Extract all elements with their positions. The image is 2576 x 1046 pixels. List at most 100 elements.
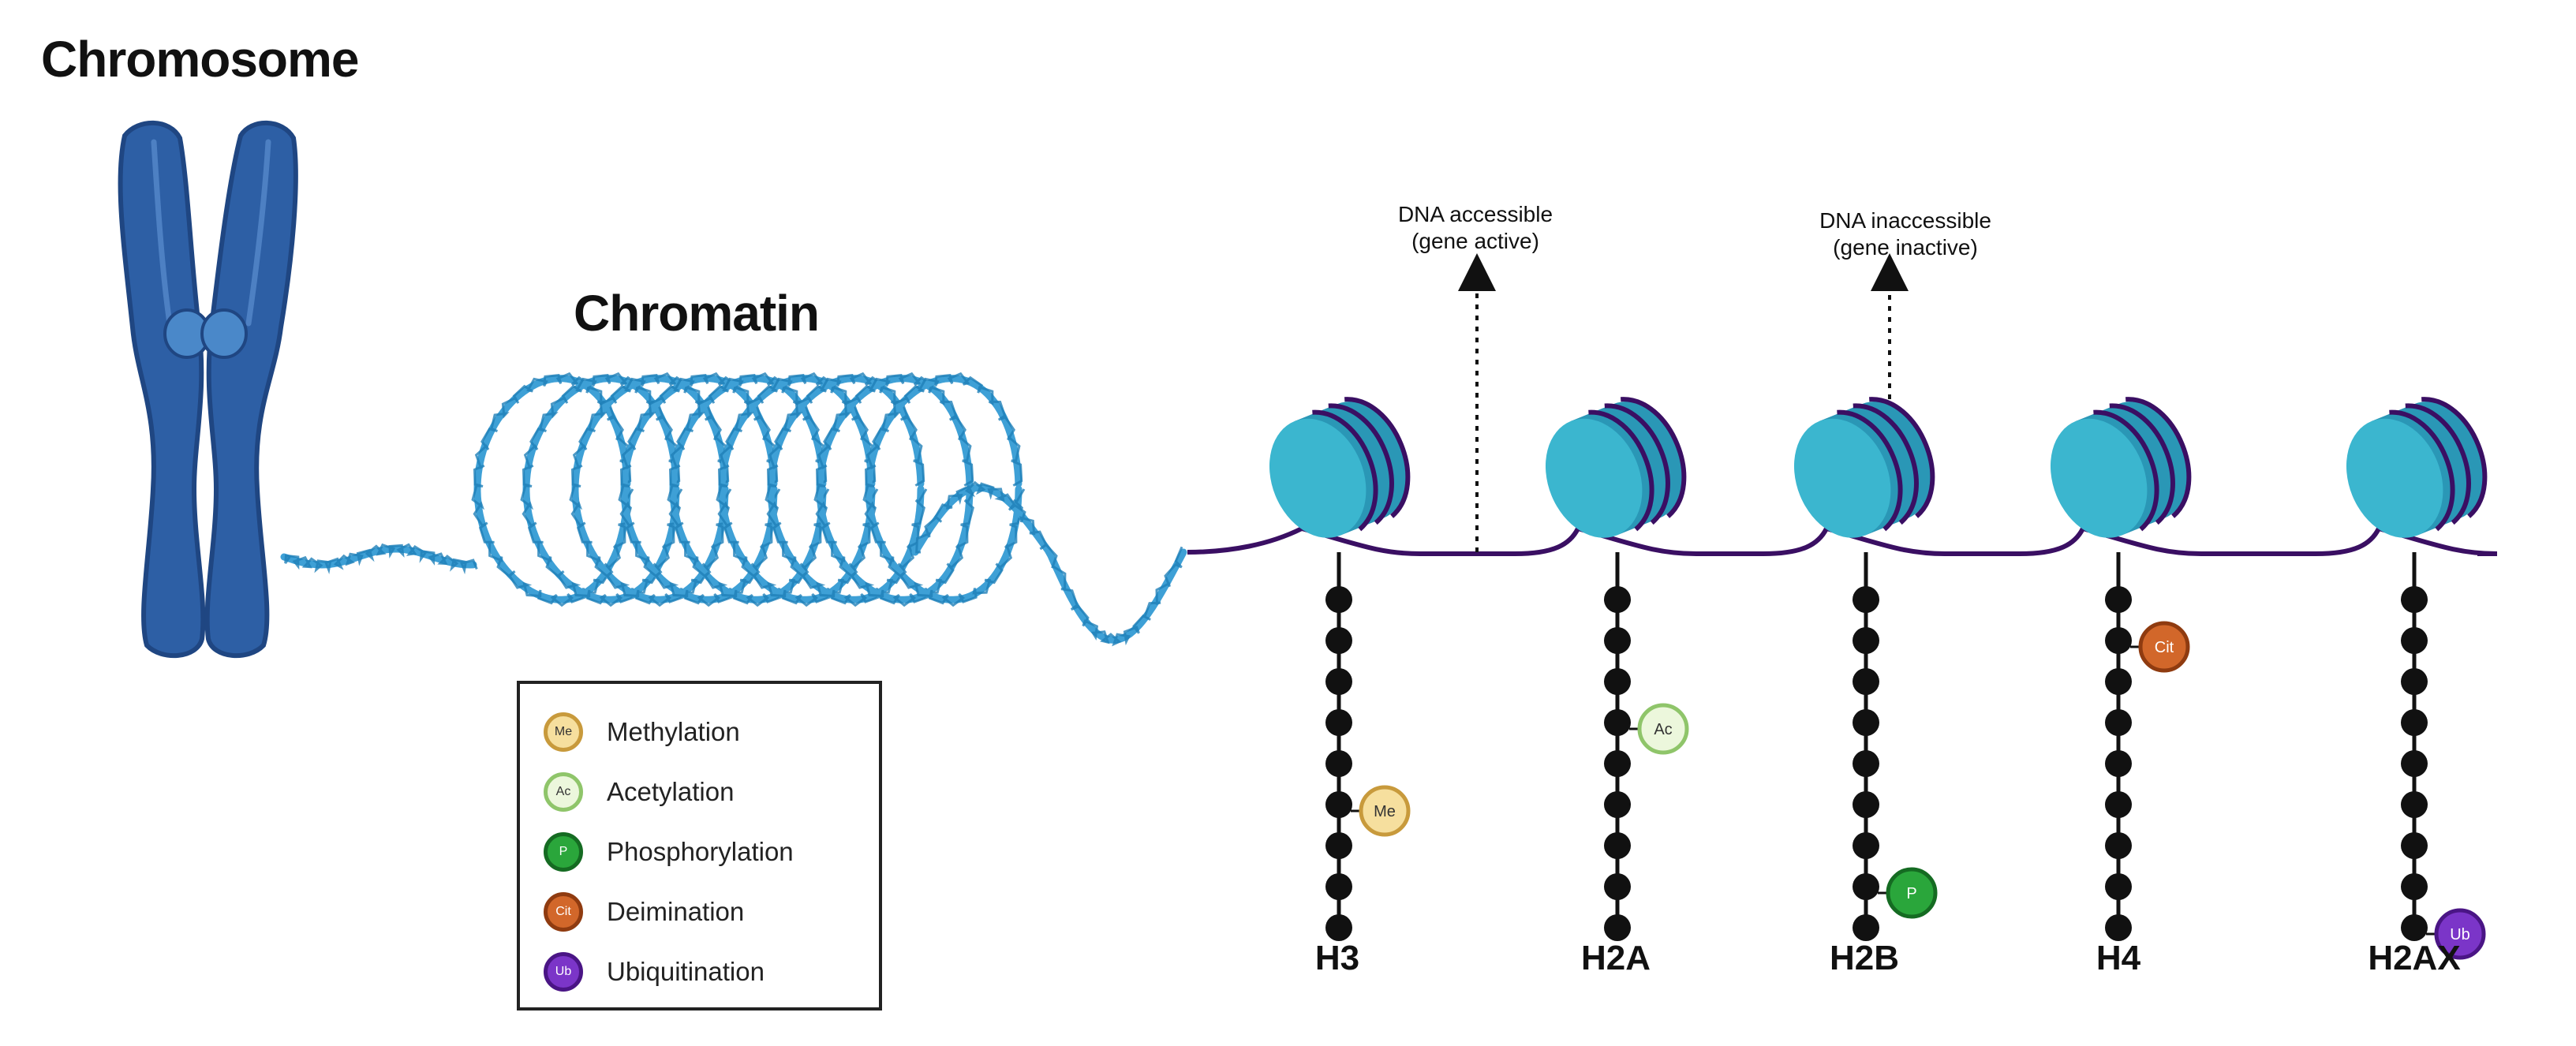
tail-bead <box>2401 750 2428 777</box>
tail-bead <box>2105 709 2132 736</box>
tail-bead <box>2105 750 2132 777</box>
chromatid-right <box>204 120 298 659</box>
methylation-badge-icon: Me <box>544 712 583 752</box>
legend-item-methylation: Me Methylation <box>544 712 875 761</box>
dna-wrap <box>1869 397 1935 518</box>
tail-bead <box>2105 914 2132 941</box>
tail-bead <box>2401 668 2428 695</box>
modification-badge-text: Me <box>1374 803 1396 820</box>
accessibility-arrows <box>1458 253 1909 552</box>
legend-item-phosphorylation: P Phosphorylation <box>544 832 875 881</box>
acetylation-badge-icon: Ac <box>544 772 583 812</box>
dna-wrap <box>1621 397 1687 518</box>
legend-item-ubiquitination: Ub Ubiquitination <box>544 952 875 1001</box>
tail-bead <box>2105 627 2132 654</box>
tail-bead <box>1604 709 1631 736</box>
tail-bead <box>2105 791 2132 818</box>
dna-wrap <box>1853 403 1919 525</box>
modification-badge-text: P <box>1906 885 1916 902</box>
tail-bead <box>2401 709 2428 736</box>
chromatid-highlight <box>245 139 271 327</box>
tail-bead <box>1853 750 1879 777</box>
tail-bead <box>1604 668 1631 695</box>
tail-bead <box>1325 873 1352 900</box>
tail-bead <box>1325 750 1352 777</box>
tail-bead <box>2401 791 2428 818</box>
tail-bead <box>1325 668 1352 695</box>
tail-bead <box>1604 832 1631 859</box>
tail-bead <box>1853 627 1879 654</box>
modification-badge-h2b <box>1886 867 1938 919</box>
modification-badge-h4 <box>2138 621 2190 673</box>
legend-label: Phosphorylation <box>607 837 794 866</box>
tail-bead <box>1325 586 1352 613</box>
tail-bead <box>1325 709 1352 736</box>
nucleosome-h4 <box>2050 397 2192 538</box>
dna-wrap <box>1344 397 1411 518</box>
nucleosome-face <box>1545 418 1643 538</box>
tail-bead <box>2401 627 2428 654</box>
tail-bead <box>2401 832 2428 859</box>
legend-label: Ubiquitination <box>607 957 765 986</box>
tail-bead <box>2401 914 2428 941</box>
dna-wrap <box>2405 403 2471 525</box>
nucleosome-face <box>2346 418 2443 538</box>
modification-badge-h3 <box>1359 785 1411 837</box>
annotation-inaccessible: DNA inaccessible (gene inactive) <box>1819 208 1991 260</box>
dna-wrap <box>1604 403 1670 525</box>
tail-bead <box>2401 586 2428 613</box>
legend-label: Methylation <box>607 717 740 746</box>
nucleosome-face <box>2050 418 2148 538</box>
modification-badge-text: Ub <box>2450 926 2470 943</box>
chromatin-loop-texture <box>862 372 1026 607</box>
tail-bead <box>1604 873 1631 900</box>
histone-label-h2a: H2A <box>1580 939 1651 977</box>
dna-wrap <box>1312 409 1378 532</box>
histone-label-h2b: H2B <box>1829 939 1900 977</box>
tail-bead <box>2105 832 2132 859</box>
tail-bead <box>1853 832 1879 859</box>
annotation-accessible: DNA accessible (gene active) <box>1397 202 1553 253</box>
deimination-badge-icon: Cit <box>544 892 583 932</box>
chromatid-highlight <box>151 139 173 327</box>
dna-wrap <box>2421 397 2488 518</box>
legend-label: Deimination <box>607 897 745 926</box>
tail-bead <box>1604 586 1631 613</box>
modification-legend: Me Methylation Ac Acetylation P Phosphor… <box>517 681 882 1011</box>
tail-bead <box>1853 914 1879 941</box>
centromere-right <box>200 308 248 359</box>
tail-bead <box>2401 873 2428 900</box>
ubiquitination-badge-icon: Ub <box>544 952 583 992</box>
nucleosome-face <box>1269 418 1367 538</box>
nucleosomes <box>1269 397 2488 538</box>
tail-bead <box>1853 791 1879 818</box>
dna-wrap <box>2109 403 2175 525</box>
phosphorylation-badge-icon: P <box>544 832 583 872</box>
tail-bead <box>1604 627 1631 654</box>
nucleosome-face <box>1793 418 1891 538</box>
tail-bead <box>1325 627 1352 654</box>
nucleosome-h2b <box>1793 397 1935 538</box>
tail-bead <box>1853 668 1879 695</box>
modification-badge-h2a <box>1637 703 1689 755</box>
nucleosome-h3 <box>1269 397 1411 538</box>
tail-bead <box>1325 832 1352 859</box>
dna-wrap <box>2389 409 2455 532</box>
legend-item-acetylation: Ac Acetylation <box>544 772 875 821</box>
nucleosome-h2a <box>1545 397 1687 538</box>
tail-bead <box>1325 914 1352 941</box>
chromatin-title: Chromatin <box>574 285 820 342</box>
chromatid-left <box>118 120 206 659</box>
modification-badge-text: Cit <box>2155 639 2174 656</box>
histone-label-h4: H4 <box>2096 939 2141 977</box>
tail-bead <box>1853 586 1879 613</box>
dna-wrap <box>1837 409 1903 532</box>
tail-bead <box>1853 873 1879 900</box>
tail-bead <box>2105 668 2132 695</box>
tail-bead <box>1325 791 1352 818</box>
tail-bead <box>2105 586 2132 613</box>
dna-wrap <box>2125 397 2192 518</box>
